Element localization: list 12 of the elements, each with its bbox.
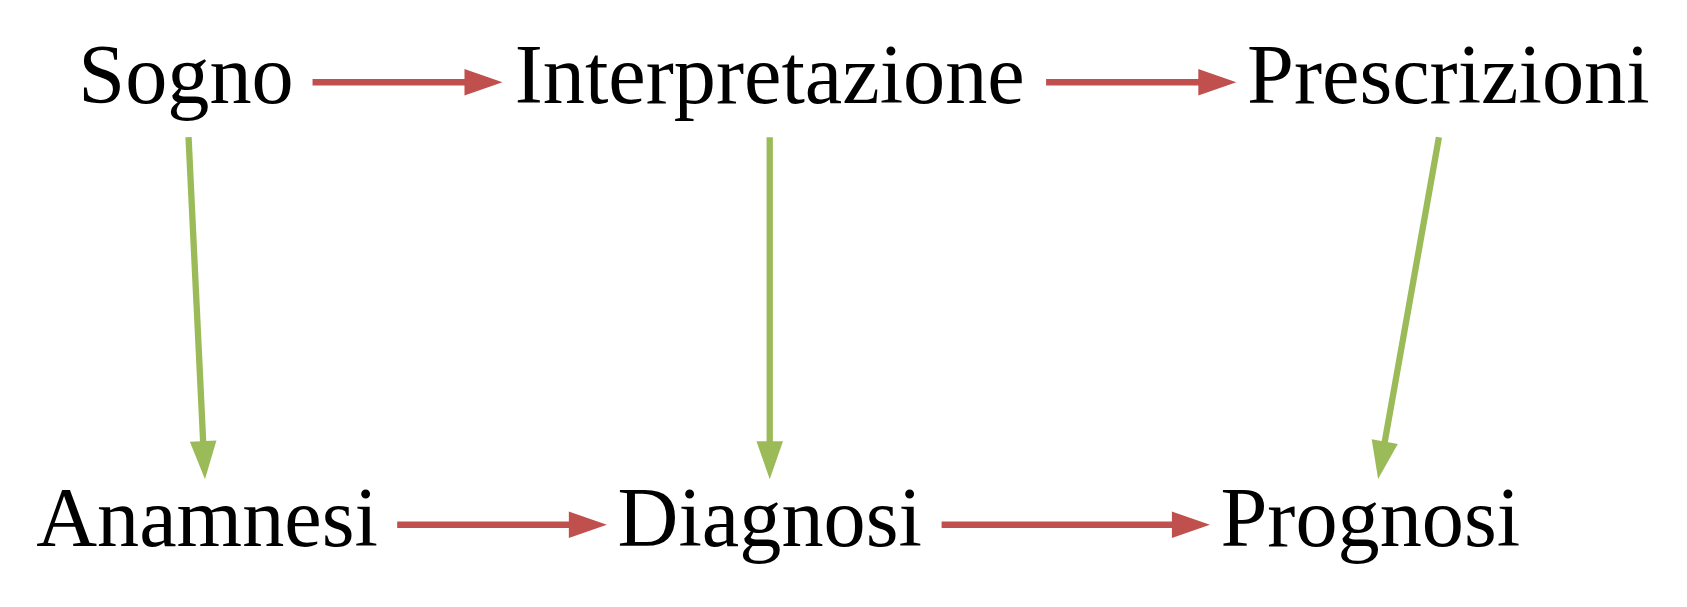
- arrow: [941, 511, 1210, 539]
- arrow: [312, 68, 503, 96]
- arrow: [397, 511, 607, 539]
- arrow: [1371, 136, 1443, 480]
- node-text: Diagnosi: [617, 470, 922, 564]
- node-text: Sogno: [78, 28, 294, 122]
- arrow: [185, 137, 217, 480]
- arrow: [756, 137, 784, 480]
- node-text: Interpretazione: [514, 28, 1025, 122]
- node-text: Anamnesi: [36, 470, 378, 564]
- node-text: Prognosi: [1220, 470, 1521, 564]
- node-text: Prescrizioni: [1247, 28, 1650, 122]
